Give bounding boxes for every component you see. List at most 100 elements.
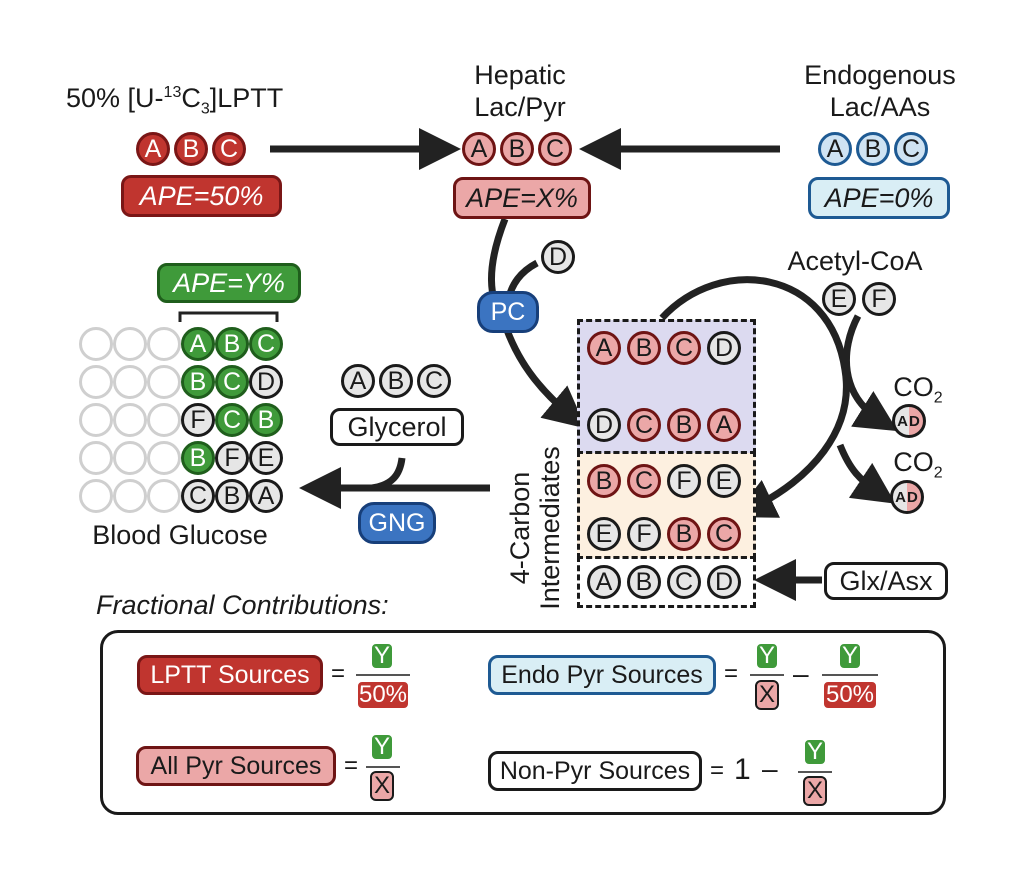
hepatic-carbon-a: A <box>462 132 496 166</box>
endo-pyr-minus: – <box>793 658 809 689</box>
co2-label-1: CO2 <box>888 372 948 413</box>
co2-2-text: CO <box>893 447 934 477</box>
endo-pyr-numerator2-y: Y <box>838 642 862 670</box>
endo-pyr-denominator2-50: 50% <box>822 680 878 710</box>
endogenous-carbon-c: C <box>894 132 928 166</box>
glucose-row1-carbon-a: A <box>181 327 215 361</box>
co2-carbon-ad-2: AD <box>890 480 924 514</box>
lptt-title-prefix: 50% [U- <box>66 83 164 113</box>
non-pyr-sources-badge: Non-Pyr Sources <box>488 751 702 791</box>
fractional-title: Fractional Contributions: <box>96 590 389 620</box>
all-pyr-fraction-bar <box>366 766 400 768</box>
co2-1-text: CO <box>893 372 934 402</box>
acetylcoa-title: Acetyl-CoA <box>787 246 923 276</box>
glucose-row4-empty-carbon <box>113 441 147 475</box>
all-pyr-sources-badge: All Pyr Sources <box>136 746 336 786</box>
four-carbon-row5-carbon-d: D <box>707 565 741 599</box>
endogenous-title-line2: Lac/AAs <box>829 92 931 122</box>
four-carbon-row2-carbon-d: D <box>587 408 621 442</box>
glucose-row2-carbon-c: C <box>215 365 249 399</box>
arrow-acetylcoa-to-co2-1 <box>842 314 898 432</box>
lptt-title-isotope: 13 <box>163 84 182 101</box>
four-carbon-row3-carbon-c: C <box>627 464 661 498</box>
all-pyr-numerator-y: Y <box>370 733 394 761</box>
glycerol-carbon-c: C <box>417 364 451 398</box>
co2-carbon-ad-1: AD <box>892 404 926 438</box>
four-carbon-row4-carbon-b: B <box>667 517 701 551</box>
glucose-ape-badge: APE=Y% <box>157 263 301 303</box>
hepatic-title-line2: Lac/Pyr <box>474 92 566 122</box>
lptt-carbon-b: B <box>174 132 208 166</box>
acetylcoa-carbon-f: F <box>862 282 896 316</box>
pc-enzyme-badge: PC <box>477 291 539 333</box>
non-pyr-one: 1 <box>734 753 751 786</box>
fractional-panel <box>100 630 946 815</box>
hepatic-carbon-c: C <box>538 132 572 166</box>
arrow-tca-cycle <box>659 276 850 518</box>
four-carbon-row1-carbon-d: D <box>707 331 741 365</box>
co2-label-2: CO2 <box>888 447 948 488</box>
endogenous-title-line1: Endogenous <box>804 60 956 90</box>
four-carbon-row1-carbon-a: A <box>587 331 621 365</box>
glucose-row3-empty-carbon <box>79 403 113 437</box>
glucose-title: Blood Glucose <box>92 520 268 550</box>
glucose-row4-carbon-f: F <box>215 441 249 475</box>
all-pyr-equals: = <box>344 752 359 779</box>
glucose-row3-empty-carbon <box>113 403 147 437</box>
endogenous-carbon-b: B <box>856 132 890 166</box>
glucose-row1-empty-carbon <box>147 327 181 361</box>
four-carbon-row4-carbon-c: C <box>707 517 741 551</box>
acetylcoa-carbon-e: E <box>822 282 856 316</box>
four-carbon-label-line2: Intermediates <box>535 446 565 610</box>
lptt-denominator-50: 50% <box>356 680 410 710</box>
glucose-row3-carbon-b: B <box>249 403 283 437</box>
non-pyr-denominator-x: X <box>803 776 827 806</box>
four-carbon-row4-carbon-e: E <box>587 517 621 551</box>
hepatic-title-line1: Hepatic <box>474 60 566 90</box>
lptt-title: 50% [U-13C3]LPTT <box>66 78 283 124</box>
lptt-title-carbon: C <box>181 83 201 113</box>
four-carbon-row2-carbon-b: B <box>667 408 701 442</box>
non-pyr-numerator-y: Y <box>803 738 827 766</box>
endogenous-carbon-a: A <box>818 132 852 166</box>
endo-pyr-denominator1-x: X <box>755 680 779 710</box>
four-carbon-label: 4-Carbon Intermediates <box>488 410 578 620</box>
non-pyr-minus: – <box>762 753 778 784</box>
arrow-to-co2-2 <box>836 443 896 504</box>
four-carbon-row3-carbon-f: F <box>667 464 701 498</box>
hepatic-carbon-b: B <box>500 132 534 166</box>
four-carbon-row4-carbon-f: F <box>627 517 661 551</box>
co2-1-subscript: 2 <box>933 389 943 407</box>
connector-glycerol-to-gng <box>371 457 406 492</box>
lptt-ape-badge: APE=50% <box>121 175 282 217</box>
lptt-fraction-bar <box>356 674 410 676</box>
four-carbon-row2-carbon-a: A <box>707 408 741 442</box>
endo-pyr-numerator1-y: Y <box>755 642 779 670</box>
endo-pyr-fraction-bar-2 <box>822 674 878 676</box>
four-carbon-row5-carbon-a: A <box>587 565 621 599</box>
glucose-row2-empty-carbon <box>79 365 113 399</box>
glucose-row2-empty-carbon <box>147 365 181 399</box>
glucose-row2-carbon-b: B <box>181 365 215 399</box>
lptt-equals: = <box>331 660 346 687</box>
glucose-row4-empty-carbon <box>79 441 113 475</box>
four-carbon-row2-carbon-c: C <box>627 408 661 442</box>
gng-enzyme-badge: GNG <box>358 502 436 544</box>
non-pyr-equals: = <box>710 757 725 784</box>
glucose-ape-bracket <box>178 311 279 322</box>
glucose-row2-empty-carbon <box>113 365 147 399</box>
glucose-row5-carbon-c: C <box>181 479 215 513</box>
hepatic-ape-badge: APE=X% <box>453 177 591 219</box>
glucose-row2-carbon-d: D <box>249 365 283 399</box>
glucose-row3-carbon-f: F <box>181 403 215 437</box>
four-carbon-row5-carbon-c: C <box>667 565 701 599</box>
four-carbon-row1-carbon-b: B <box>627 331 661 365</box>
glucose-row5-empty-carbon <box>79 479 113 513</box>
four-carbon-row5-carbon-b: B <box>627 565 661 599</box>
anaplerotic-dashed-box <box>577 556 756 608</box>
glycerol-badge: Glycerol <box>330 408 464 446</box>
all-pyr-denominator-x: X <box>370 771 394 801</box>
endo-pyr-sources-badge: Endo Pyr Sources <box>488 655 716 695</box>
glucose-row5-empty-carbon <box>113 479 147 513</box>
lptt-title-suffix: ]LPTT <box>209 83 284 113</box>
